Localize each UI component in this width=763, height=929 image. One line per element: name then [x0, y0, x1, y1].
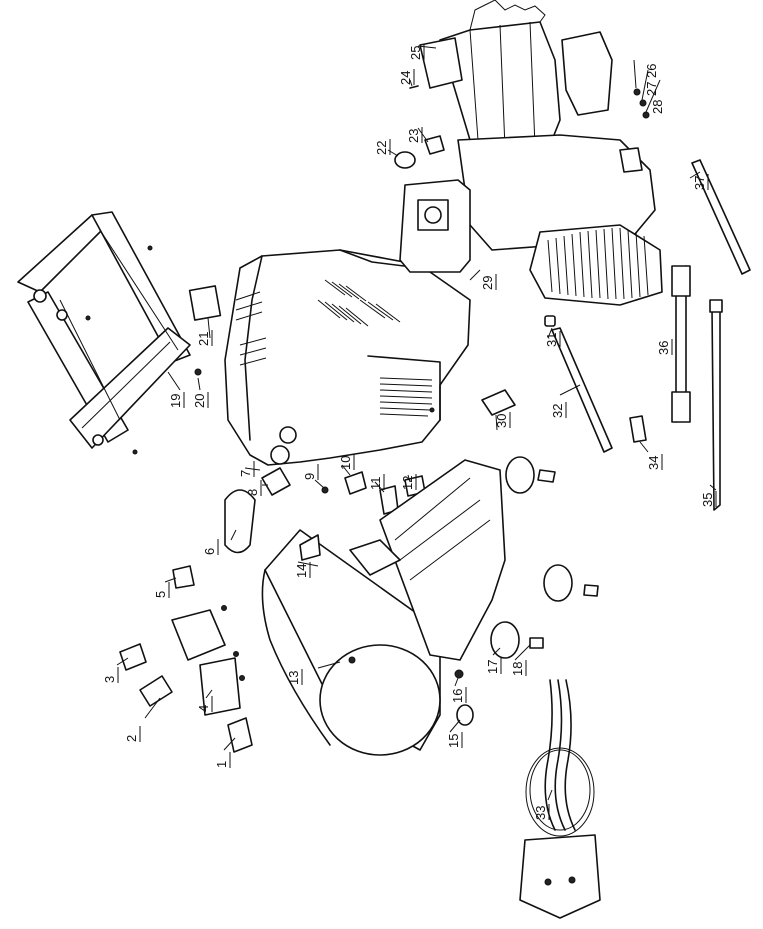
callout-2: 2	[124, 735, 139, 742]
callout-25: 25	[408, 46, 423, 60]
callout-3: 3	[102, 676, 117, 683]
callout-16: 16	[450, 689, 465, 703]
callout-29: 29	[480, 276, 495, 290]
callout-9: 9	[302, 473, 317, 480]
callout-15: 15	[446, 734, 461, 748]
callout-13: 13	[286, 671, 301, 685]
callout-26: 26	[644, 64, 659, 78]
right-parts	[551, 159, 751, 511]
main-shroud	[224, 249, 471, 466]
leader-lines	[116, 45, 717, 801]
callout-1: 1	[214, 761, 229, 768]
callout-20: 20	[192, 394, 207, 408]
left-parts	[119, 489, 256, 753]
callout-4: 4	[196, 705, 211, 712]
callout-27: 27	[644, 82, 659, 96]
callout-34: 34	[646, 456, 661, 470]
callout-23: 23	[406, 129, 421, 143]
callout-31: 31	[544, 333, 559, 347]
callout-24: 24	[398, 71, 413, 85]
callout-8: 8	[245, 489, 260, 496]
callout-5: 5	[153, 591, 168, 598]
callout-32: 32	[550, 404, 565, 418]
callout-33: 33	[533, 806, 548, 820]
power-cord	[519, 679, 601, 919]
callout-10: 10	[338, 456, 353, 470]
air-tank	[261, 459, 506, 756]
callout-underlines	[117, 44, 717, 820]
callout-11: 11	[368, 477, 383, 491]
callout-19: 19	[168, 394, 183, 408]
callout-22: 22	[374, 141, 389, 155]
callout-6: 6	[202, 548, 217, 555]
callout-7: 7	[238, 470, 253, 477]
callout-labels: 1 2 3 4 5 6 7 8 9 10 11 12 13 14 15 16 1…	[102, 46, 715, 820]
callout-12: 12	[400, 476, 415, 490]
motor-pump-assembly	[399, 0, 663, 306]
callout-36: 36	[656, 341, 671, 355]
callout-21: 21	[196, 332, 211, 346]
callout-28: 28	[650, 100, 665, 114]
callout-35: 35	[700, 493, 715, 507]
callout-37: 37	[692, 176, 707, 190]
small-parts	[188, 85, 650, 726]
handle-frame	[17, 211, 191, 455]
callout-14: 14	[294, 564, 309, 578]
callout-30: 30	[494, 414, 509, 428]
callout-17: 17	[485, 660, 500, 674]
callout-18: 18	[510, 662, 525, 676]
